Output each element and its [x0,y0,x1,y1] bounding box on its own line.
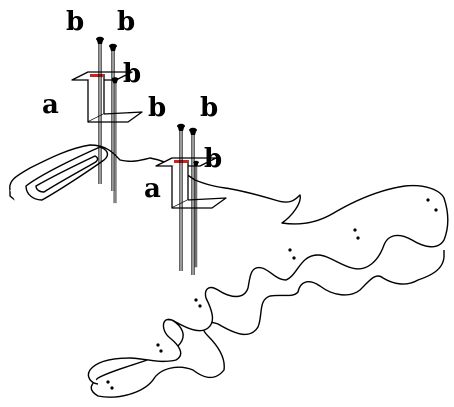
board-hole [292,256,296,260]
board-holes [106,198,438,390]
board-hole [110,386,114,390]
label-screw: b [123,59,141,89]
label-bracket: a [144,174,161,204]
label-screw: b [117,7,135,37]
cutout-board [9,144,449,398]
label-screw: b [148,93,166,123]
handle-hole [35,155,99,193]
board-hole [426,198,430,202]
label-screw: b [66,7,84,37]
label-screw: b [204,144,222,174]
board-hole [106,380,110,384]
board-hole [194,298,198,302]
board-hole [434,208,438,212]
label-bracket: a [42,90,59,120]
bracket-accent [90,74,104,77]
board-hole [356,236,360,240]
bracket-accent [174,160,188,163]
board-hole [198,304,202,308]
board-hole [288,248,292,252]
board-hole [353,228,357,232]
board-hole [159,349,163,353]
board-hole [156,343,160,347]
label-screw: b [200,93,218,123]
